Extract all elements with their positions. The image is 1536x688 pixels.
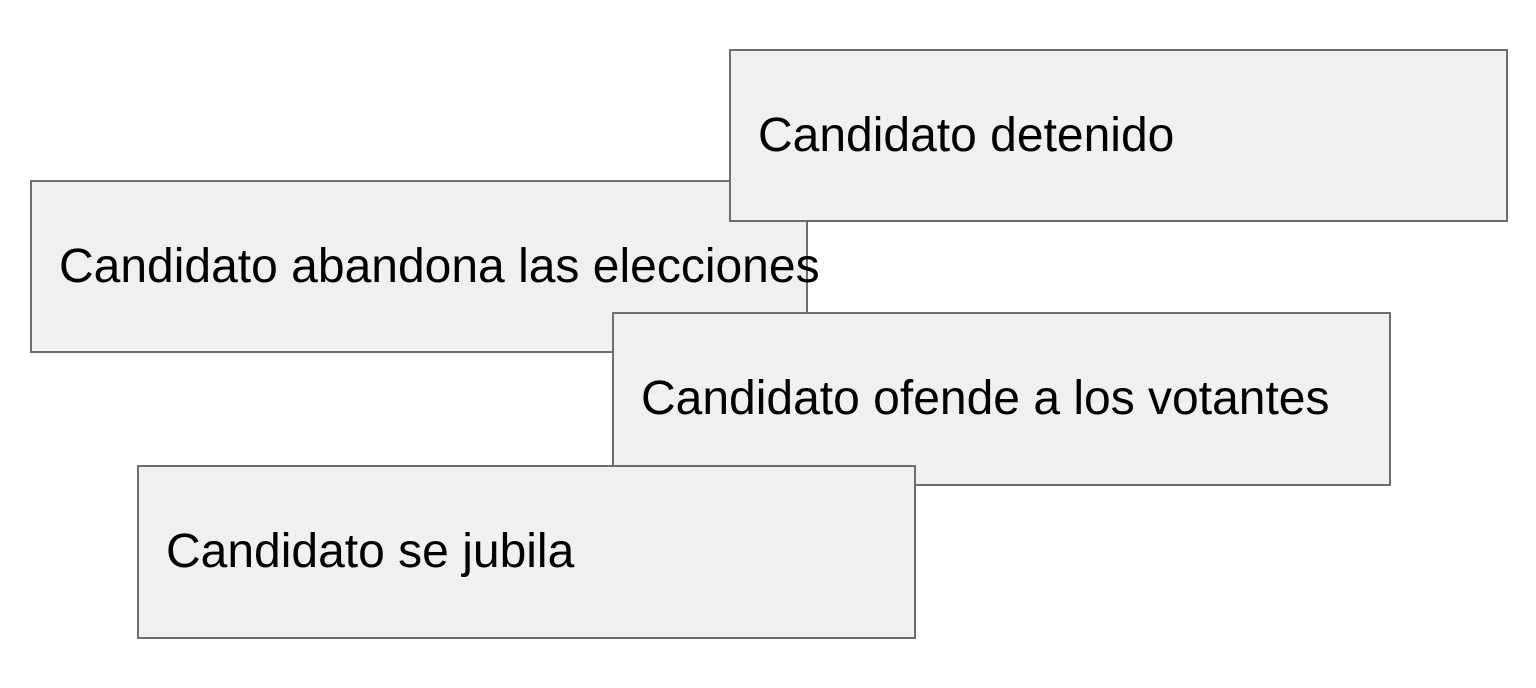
card-label: Candidato detenido — [758, 108, 1175, 162]
card-label: Candidato ofende a los votantes — [641, 372, 1330, 425]
card-candidato-abandona: Candidato abandona las elecciones — [30, 180, 820, 353]
card-label: Candidato se jubila — [166, 525, 575, 578]
card-candidato-ofende: Candidato ofende a los votantes — [612, 312, 1391, 486]
card-label: Candidato abandona las elecciones — [59, 239, 820, 293]
card-candidato-detenido: Candidato detenido — [729, 49, 1508, 222]
card-candidato-jubila: Candidato se jubila — [137, 465, 916, 639]
